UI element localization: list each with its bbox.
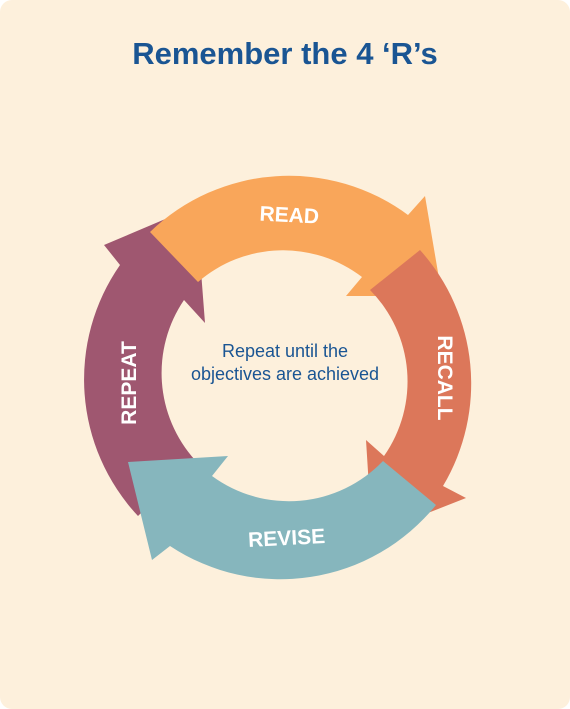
segment-label-repeat: REPEAT — [118, 341, 141, 425]
segment-repeat — [84, 206, 205, 516]
segment-label-read: READ — [259, 202, 320, 228]
segment-read — [150, 175, 442, 296]
page-title: Remember the 4 ‘R’s — [132, 36, 438, 71]
segment-recall — [366, 250, 472, 535]
segment-label-recall: RECALL — [433, 335, 456, 420]
segment-revise — [128, 456, 436, 580]
segment-label-revise: REVISE — [248, 525, 326, 552]
center-caption: Repeat until the objectives are achieved — [190, 341, 380, 384]
